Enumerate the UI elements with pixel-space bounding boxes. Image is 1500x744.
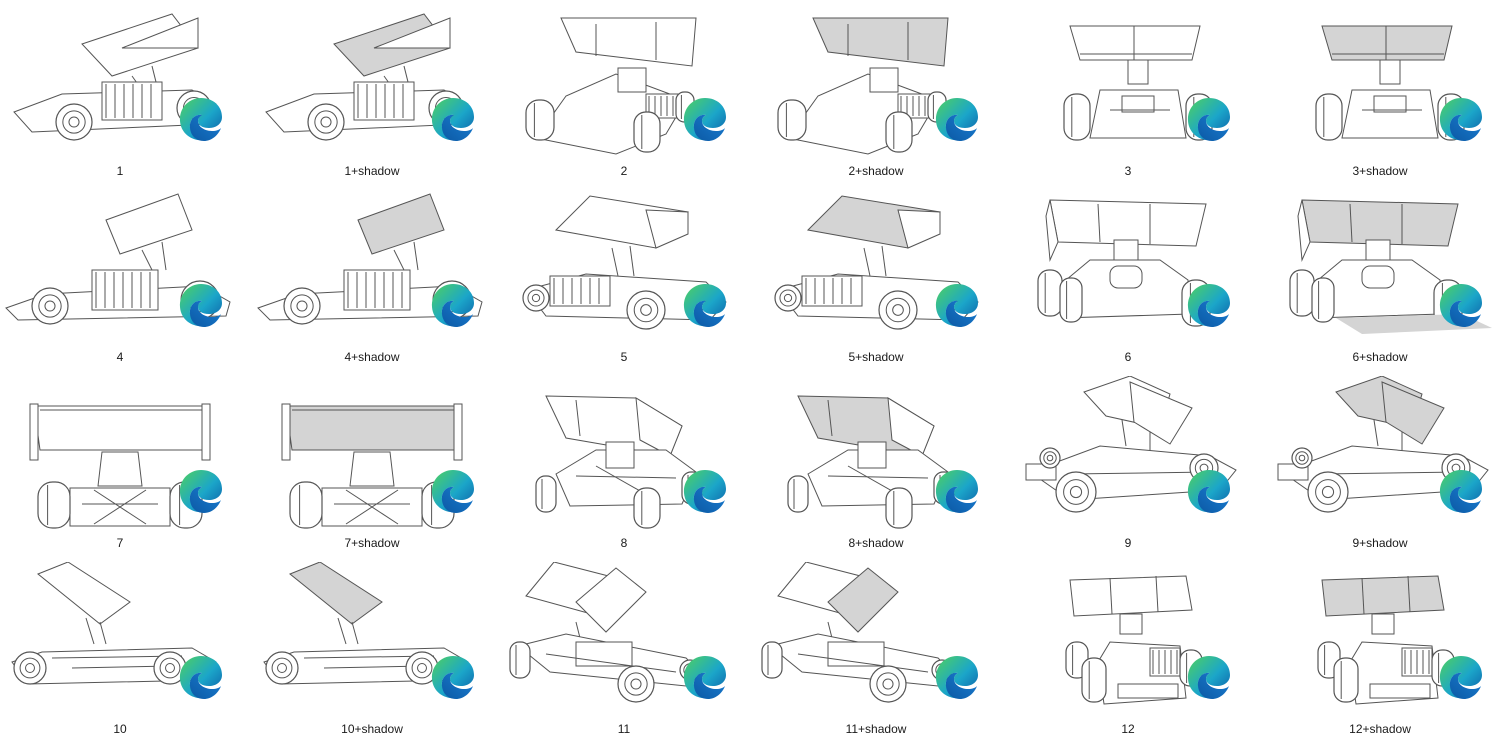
file-item[interactable]: 9+shadow [1254, 372, 1500, 558]
file-item[interactable]: 8+shadow [750, 372, 1002, 558]
file-item[interactable]: 9 [1002, 372, 1254, 558]
file-name-label: 12 [1121, 722, 1135, 736]
edge-browser-icon [934, 96, 980, 142]
edge-browser-icon [682, 282, 728, 328]
file-thumbnail [758, 190, 994, 348]
file-thumbnail [254, 562, 490, 720]
file-thumbnail [1262, 190, 1498, 348]
file-thumbnail [1010, 190, 1246, 348]
edge-browser-icon [1438, 654, 1484, 700]
file-thumbnail [758, 562, 994, 720]
file-item[interactable]: 11 [498, 558, 750, 744]
file-thumbnail [254, 4, 490, 162]
file-thumbnail [506, 190, 742, 348]
edge-browser-icon [1186, 96, 1232, 142]
file-thumbnail [2, 4, 238, 162]
file-thumbnail [506, 562, 742, 720]
edge-browser-icon [178, 282, 224, 328]
file-item[interactable]: 12 [1002, 558, 1254, 744]
file-name-label: 5 [620, 350, 628, 364]
file-thumbnail [1262, 376, 1498, 534]
file-name-label: 3+shadow [1352, 164, 1408, 178]
edge-browser-icon [430, 282, 476, 328]
file-item[interactable]: 1+shadow [246, 0, 498, 186]
file-name-label: 10+shadow [341, 722, 403, 736]
file-item[interactable]: 4 [0, 186, 246, 372]
edge-browser-icon [934, 654, 980, 700]
file-name-label: 6 [1124, 350, 1132, 364]
file-item[interactable]: 2+shadow [750, 0, 1002, 186]
edge-browser-icon [430, 468, 476, 514]
edge-browser-icon [430, 654, 476, 700]
file-thumbnail [1010, 4, 1246, 162]
file-thumbnail [506, 4, 742, 162]
file-thumbnail [758, 4, 994, 162]
file-name-label: 7+shadow [344, 536, 400, 550]
file-thumbnail [1010, 562, 1246, 720]
file-thumbnail [2, 376, 238, 534]
edge-browser-icon [1186, 468, 1232, 514]
file-name-label: 6+shadow [1352, 350, 1408, 364]
file-thumbnail [506, 376, 742, 534]
file-name-label: 2 [620, 164, 628, 178]
file-item[interactable]: 7 [0, 372, 246, 558]
file-item[interactable]: 6+shadow [1254, 186, 1500, 372]
file-item[interactable]: 10+shadow [246, 558, 498, 744]
file-item[interactable]: 10 [0, 558, 246, 744]
file-item[interactable]: 5 [498, 186, 750, 372]
file-thumbnail [1262, 562, 1498, 720]
file-name-label: 8 [620, 536, 628, 550]
file-thumbnail [2, 562, 238, 720]
file-name-label: 11+shadow [845, 722, 907, 736]
file-name-label: 12+shadow [1349, 722, 1411, 736]
file-thumbnail [2, 190, 238, 348]
edge-browser-icon [1186, 282, 1232, 328]
file-item[interactable]: 6 [1002, 186, 1254, 372]
edge-browser-icon [1438, 282, 1484, 328]
file-item[interactable]: 8 [498, 372, 750, 558]
file-name-label: 9+shadow [1352, 536, 1408, 550]
file-item[interactable]: 4+shadow [246, 186, 498, 372]
edge-browser-icon [682, 96, 728, 142]
edge-browser-icon [1186, 654, 1232, 700]
file-name-label: 1 [116, 164, 124, 178]
file-name-label: 1+shadow [344, 164, 400, 178]
file-item[interactable]: 3+shadow [1254, 0, 1500, 186]
file-name-label: 8+shadow [848, 536, 904, 550]
file-item[interactable]: 5+shadow [750, 186, 1002, 372]
file-item[interactable]: 7+shadow [246, 372, 498, 558]
file-name-label: 4 [116, 350, 124, 364]
file-name-label: 3 [1124, 164, 1132, 178]
file-item[interactable]: 3 [1002, 0, 1254, 186]
file-item[interactable]: 1 [0, 0, 246, 186]
file-name-label: 9 [1124, 536, 1132, 550]
file-name-label: 10 [113, 722, 127, 736]
edge-browser-icon [682, 654, 728, 700]
edge-browser-icon [178, 96, 224, 142]
edge-browser-icon [178, 468, 224, 514]
file-item[interactable]: 11+shadow [750, 558, 1002, 744]
file-thumbnail [1262, 4, 1498, 162]
file-name-label: 11 [617, 722, 631, 736]
file-thumbnail [254, 190, 490, 348]
edge-browser-icon [1438, 96, 1484, 142]
file-name-label: 4+shadow [344, 350, 400, 364]
file-thumbnail [758, 376, 994, 534]
edge-browser-icon [178, 654, 224, 700]
file-thumbnail [1010, 376, 1246, 534]
file-name-label: 7 [116, 536, 124, 550]
edge-browser-icon [430, 96, 476, 142]
edge-browser-icon [934, 282, 980, 328]
file-thumbnail [254, 376, 490, 534]
edge-browser-icon [934, 468, 980, 514]
file-name-label: 2+shadow [848, 164, 904, 178]
edge-browser-icon [1438, 468, 1484, 514]
edge-browser-icon [682, 468, 728, 514]
file-item[interactable]: 12+shadow [1254, 558, 1500, 744]
file-item[interactable]: 2 [498, 0, 750, 186]
file-name-label: 5+shadow [848, 350, 904, 364]
